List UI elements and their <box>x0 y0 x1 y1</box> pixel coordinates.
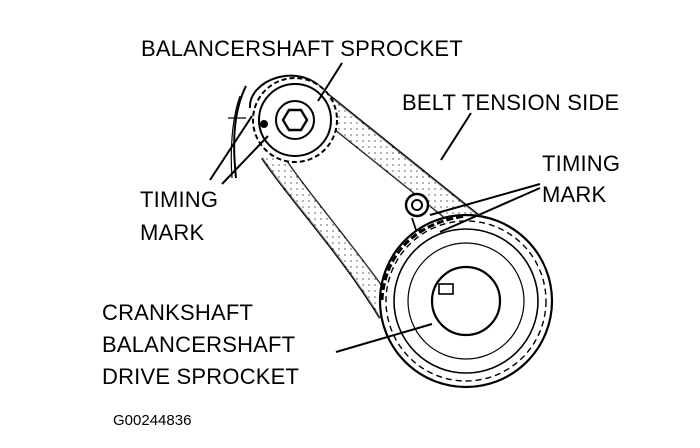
timing-mark-right-label-line2: MARK <box>542 182 607 207</box>
drive-sprocket-label-line3: DRIVE SPROCKET <box>102 364 300 389</box>
belt-tension-side-label: BELT TENSION SIDE <box>402 90 620 115</box>
timing-mark-stud <box>404 192 430 231</box>
timing-mark-right-label-line1: TIMING <box>542 151 621 176</box>
balancershaft-sprocket-label: BALANCERSHAFT SPROCKET <box>141 36 463 61</box>
figure-code: G00244836 <box>113 412 192 429</box>
balancershaft-sprocket <box>252 77 338 163</box>
leader-lines <box>209 62 541 353</box>
engine-block-edge <box>228 85 247 179</box>
timing-mark-left-label-line1: TIMING <box>140 187 219 212</box>
drive-sprocket-label-line2: BALANCERSHAFT <box>102 332 296 357</box>
keyway-icon <box>438 283 454 295</box>
crankshaft-drive-sprocket <box>378 213 554 389</box>
drive-sprocket-label-line1: CRANKSHAFT <box>102 300 254 325</box>
hex-bolt-icon <box>281 108 309 132</box>
timing-mark-left-label-line2: MARK <box>140 220 205 245</box>
timing-mark-dot-icon <box>260 120 268 128</box>
